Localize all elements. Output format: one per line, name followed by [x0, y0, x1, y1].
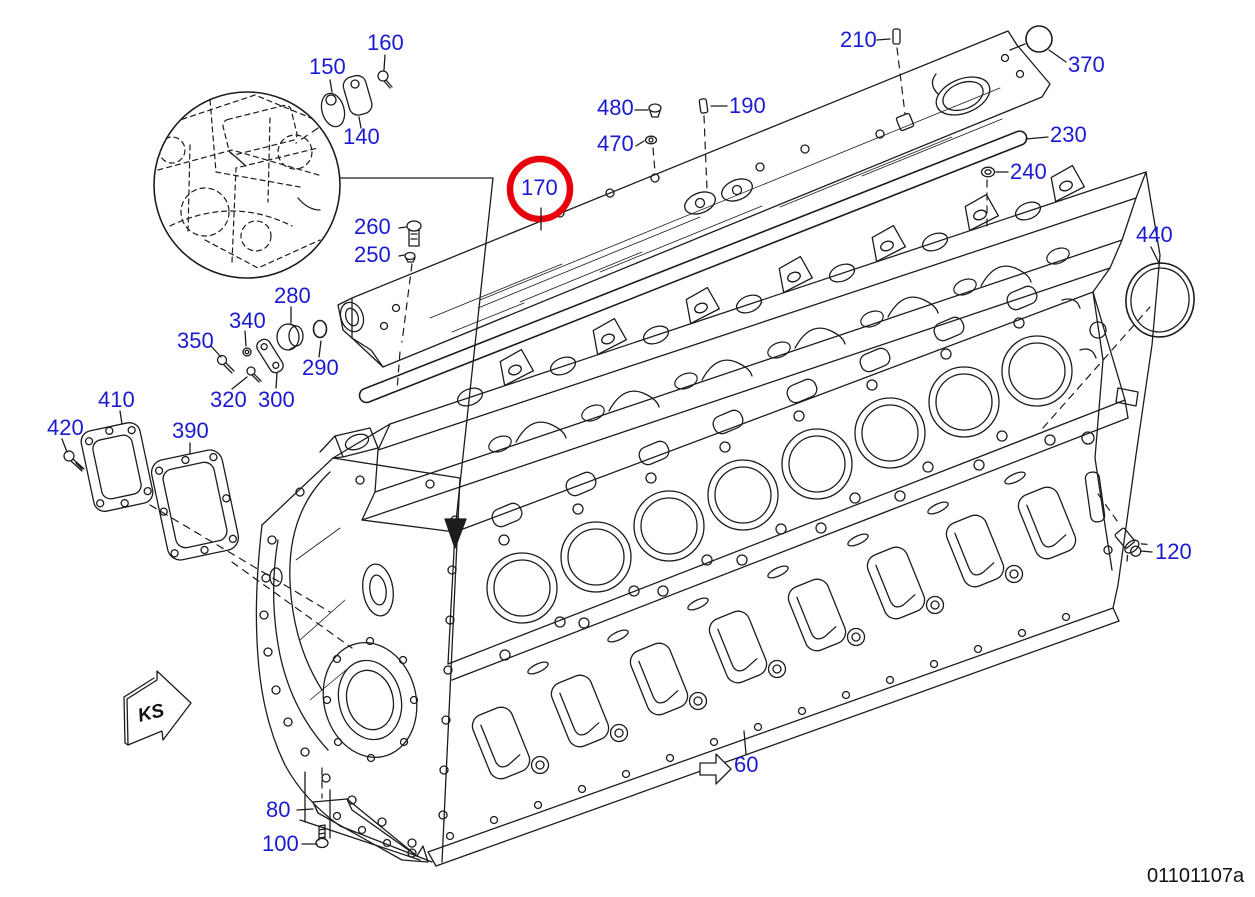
part-label-340[interactable]: 340 — [229, 308, 266, 333]
gasket-230 — [358, 130, 1049, 404]
part-label-370[interactable]: 370 — [1068, 52, 1105, 77]
detail-circle — [153, 91, 341, 279]
part-label-250[interactable]: 250 — [354, 242, 391, 267]
part-label-60[interactable]: 60 — [734, 752, 759, 777]
part-label-300[interactable]: 300 — [258, 387, 295, 412]
part-label-80[interactable]: 80 — [266, 797, 291, 822]
part-label-120[interactable]: 120 — [1155, 539, 1192, 564]
o-ring-370 — [1025, 25, 1053, 53]
part-label-150[interactable]: 150 — [309, 54, 346, 79]
part-label-140[interactable]: 140 — [343, 124, 380, 149]
engine-block-drawing — [255, 163, 1161, 867]
part-label-100[interactable]: 100 — [262, 831, 299, 856]
part-label-210[interactable]: 210 — [840, 27, 877, 52]
highlight-circle-170 — [506, 155, 574, 223]
part-label-230[interactable]: 230 — [1050, 122, 1087, 147]
part-label-190[interactable]: 190 — [729, 93, 766, 118]
plug-group-280 — [210, 306, 328, 390]
screw-160 — [377, 70, 389, 82]
part-label-320[interactable]: 320 — [210, 387, 247, 412]
figure-code: 01101107a — [1147, 865, 1245, 887]
part-label-480[interactable]: 480 — [597, 95, 634, 120]
part-label-260[interactable]: 260 — [354, 214, 391, 239]
bracket-80 — [296, 767, 429, 863]
ks-direction-arrow — [123, 670, 192, 746]
plate-fasteners — [396, 25, 1067, 391]
screw-100 — [315, 824, 329, 849]
fitting-120 — [1097, 493, 1153, 562]
part-label-240[interactable]: 240 — [1010, 159, 1047, 184]
part-label-410[interactable]: 410 — [98, 387, 135, 412]
part-label-170[interactable]: 170 — [521, 175, 558, 200]
part-label-290[interactable]: 290 — [302, 355, 339, 380]
vent-plate-170 — [337, 30, 1051, 368]
cover-plates-140-150 — [295, 54, 393, 144]
cover-group-390-410 — [61, 410, 353, 649]
part-label-440[interactable]: 440 — [1136, 222, 1173, 247]
part-label-280[interactable]: 280 — [274, 283, 311, 308]
flywheel-side-arrow-60 — [699, 730, 747, 785]
part-label-160[interactable]: 160 — [367, 30, 404, 55]
part-label-350[interactable]: 350 — [177, 328, 214, 353]
part-label-470[interactable]: 470 — [597, 131, 634, 156]
o-ring-440 — [1042, 246, 1195, 429]
part-label-420[interactable]: 420 — [47, 415, 84, 440]
part-label-390[interactable]: 390 — [172, 418, 209, 443]
